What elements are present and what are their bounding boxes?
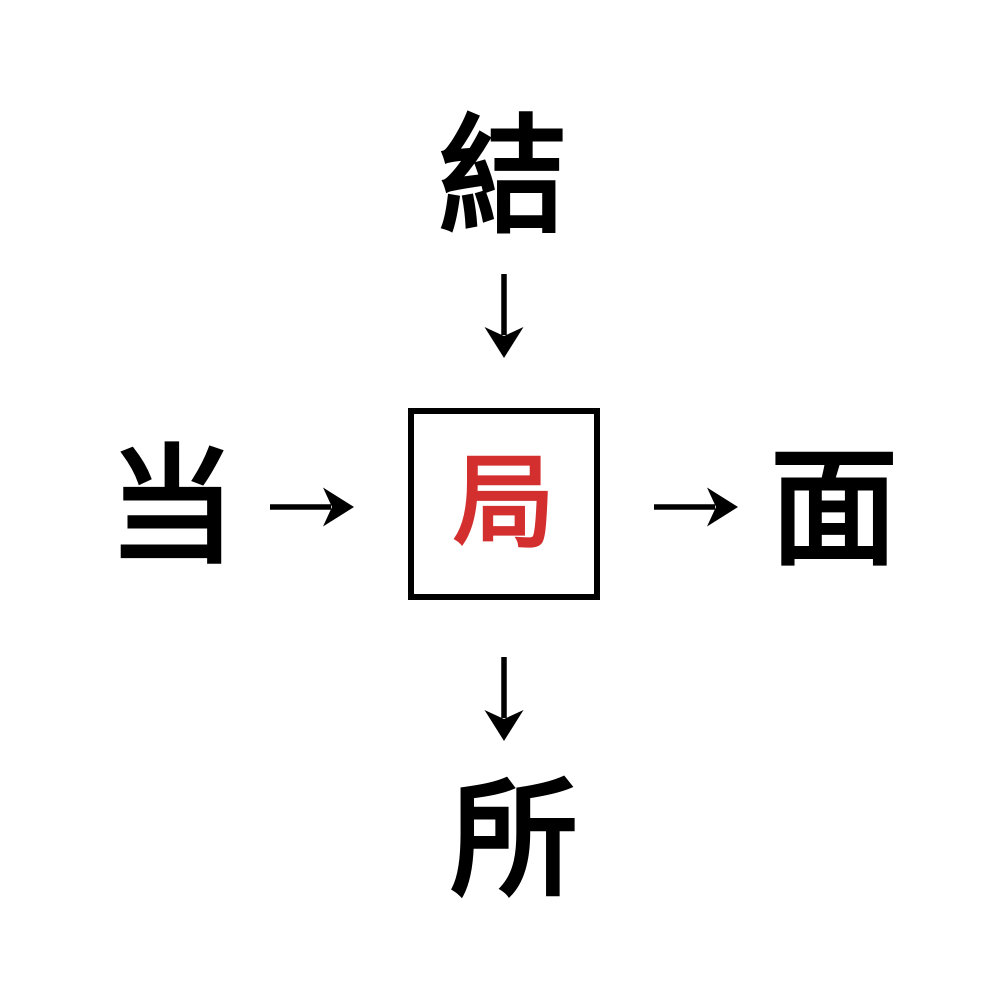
arrow-down-icon [480, 274, 528, 358]
arrow-right-icon [654, 483, 738, 531]
kanji-bottom: 所 [449, 766, 579, 915]
arrow-down-icon [480, 657, 528, 741]
arrow-right-icon [270, 483, 354, 531]
answer-box: 局 [408, 408, 600, 600]
kanji-top: 結 [438, 103, 568, 252]
kanji-left: 当 [107, 433, 237, 582]
kanji-right: 面 [769, 435, 899, 584]
kanji-center-answer: 局 [453, 444, 555, 563]
